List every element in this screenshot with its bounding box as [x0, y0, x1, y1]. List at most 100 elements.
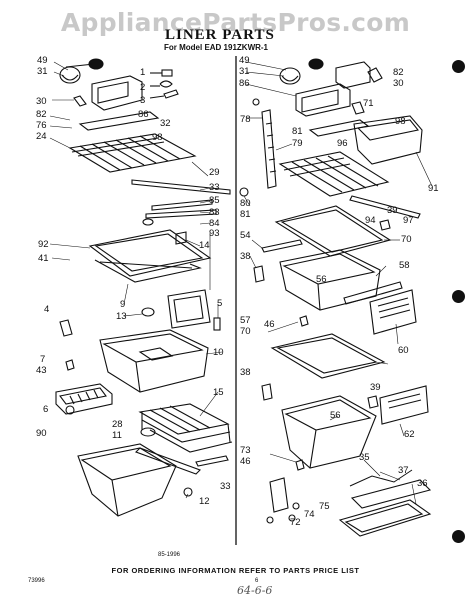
callout-98-left: 98: [152, 132, 163, 143]
callout-70-right: 70: [401, 234, 412, 245]
callout-83: 83: [209, 207, 220, 218]
callout-30-right: 30: [393, 78, 404, 89]
left-trim-33: [195, 455, 229, 467]
callout-78: 78: [240, 114, 251, 125]
right-glass-shelf: [274, 205, 392, 257]
callout-58: 58: [399, 260, 410, 271]
left-bin: [77, 443, 177, 517]
callout-81-right: 81: [292, 126, 303, 137]
callout-39b-right: 39: [370, 382, 381, 393]
left-crisper-front: [167, 289, 211, 329]
callout-29: 29: [209, 167, 220, 178]
right-light-housing: [295, 61, 371, 117]
binder-hole-top: [452, 60, 465, 73]
callout-15: 15: [213, 387, 224, 398]
right-lower-glass-shelf: [270, 333, 386, 379]
callout-81b-right: 81: [240, 209, 251, 220]
right-part-80: [239, 187, 249, 197]
left-switch-parts: [149, 69, 179, 99]
callout-5: 5: [217, 298, 223, 309]
right-part-39: [379, 219, 391, 231]
right-bracket-assembly: [266, 477, 300, 524]
callout-80: 80: [240, 198, 251, 209]
left-shelf-supports: [142, 199, 217, 226]
callout-49-right: 49: [239, 55, 250, 66]
right-lower-front: [379, 385, 429, 425]
callout-97: 97: [403, 215, 414, 226]
right-part-38: [253, 265, 265, 283]
callout-46-right: 46: [264, 319, 275, 330]
callout-96: 96: [337, 138, 348, 149]
left-shelf-trim: [131, 179, 231, 195]
callout-33-left-bottom: 33: [220, 481, 231, 492]
callout-74: 74: [304, 509, 315, 520]
right-tray-cover: [349, 469, 432, 509]
left-light-housing: [73, 75, 143, 111]
left-part-11: [135, 447, 201, 475]
callout-46b-right: 46: [240, 456, 251, 467]
handwritten-note: 64-6-6: [237, 584, 273, 597]
callout-84: 84: [209, 218, 220, 229]
callout-75: 75: [319, 501, 330, 512]
callout-41: 41: [38, 253, 49, 264]
callout-38-right: 38: [240, 251, 251, 262]
callout-39-right: 39: [387, 205, 398, 216]
right-wire-shelf: [278, 151, 390, 197]
callout-1: 1: [140, 67, 146, 78]
left-part-5: [213, 317, 221, 331]
right-part-39b: [367, 395, 379, 409]
callout-60: 60: [398, 345, 409, 356]
right-crisper-pan: [279, 249, 381, 311]
callout-14: 14: [199, 240, 210, 251]
right-part-81: [252, 98, 260, 106]
callout-85: 85: [209, 195, 220, 206]
left-ice-tray: [55, 383, 113, 415]
callout-70b-right: 70: [240, 326, 251, 337]
callout-33-left: 33: [209, 182, 220, 193]
left-part-7: [65, 359, 75, 371]
left-glass-shelf: [88, 229, 212, 283]
callout-36: 36: [417, 478, 428, 489]
right-lower-crisper: [281, 395, 377, 469]
callout-13: 13: [116, 311, 127, 322]
callout-10: 10: [213, 347, 224, 358]
left-light-bulb: [59, 58, 104, 84]
callout-57: 57: [240, 315, 251, 326]
callout-56b-right: 56: [330, 410, 341, 421]
right-door-bin: [353, 115, 423, 165]
leader-lines: [49, 61, 433, 505]
callout-92: 92: [38, 239, 49, 250]
right-tray: [338, 499, 432, 537]
left-part-12: [183, 487, 193, 497]
callout-9: 9: [120, 299, 126, 310]
callout-30-left: 30: [36, 96, 47, 107]
callout-62: 62: [404, 429, 415, 440]
callout-94: 94: [365, 215, 376, 226]
right-shelf-rail: [261, 109, 277, 189]
right-trim-91: [349, 195, 421, 219]
reference-number: 73996: [28, 578, 45, 584]
callout-98-right: 98: [395, 116, 406, 127]
callout-49-left: 49: [37, 55, 48, 66]
callout-73: 73: [240, 445, 251, 456]
left-part-6: [65, 405, 75, 415]
right-light-bulb: [279, 58, 324, 85]
callout-2: 2: [140, 82, 146, 93]
callout-91: 91: [428, 183, 439, 194]
callout-38b-right: 38: [240, 367, 251, 378]
left-wire-basket: [138, 403, 233, 453]
callout-12: 12: [199, 496, 210, 507]
callout-56-right: 56: [316, 274, 327, 285]
left-bracket: [175, 231, 187, 245]
model-line: For Model EAD 191ZKWR-1: [164, 43, 269, 52]
callout-86-left: 86: [138, 109, 149, 120]
callout-24-left: 24: [36, 131, 47, 142]
binder-hole-middle: [452, 290, 465, 303]
right-crisper-cover-58: [343, 281, 403, 305]
left-light-cover: [78, 111, 160, 131]
callout-35: 35: [359, 452, 370, 463]
callout-93: 93: [209, 228, 220, 239]
right-part-38b: [261, 383, 273, 401]
watermark: AppliancePartsPros.com: [60, 8, 411, 37]
diagram-code: 85-1996: [158, 552, 181, 558]
